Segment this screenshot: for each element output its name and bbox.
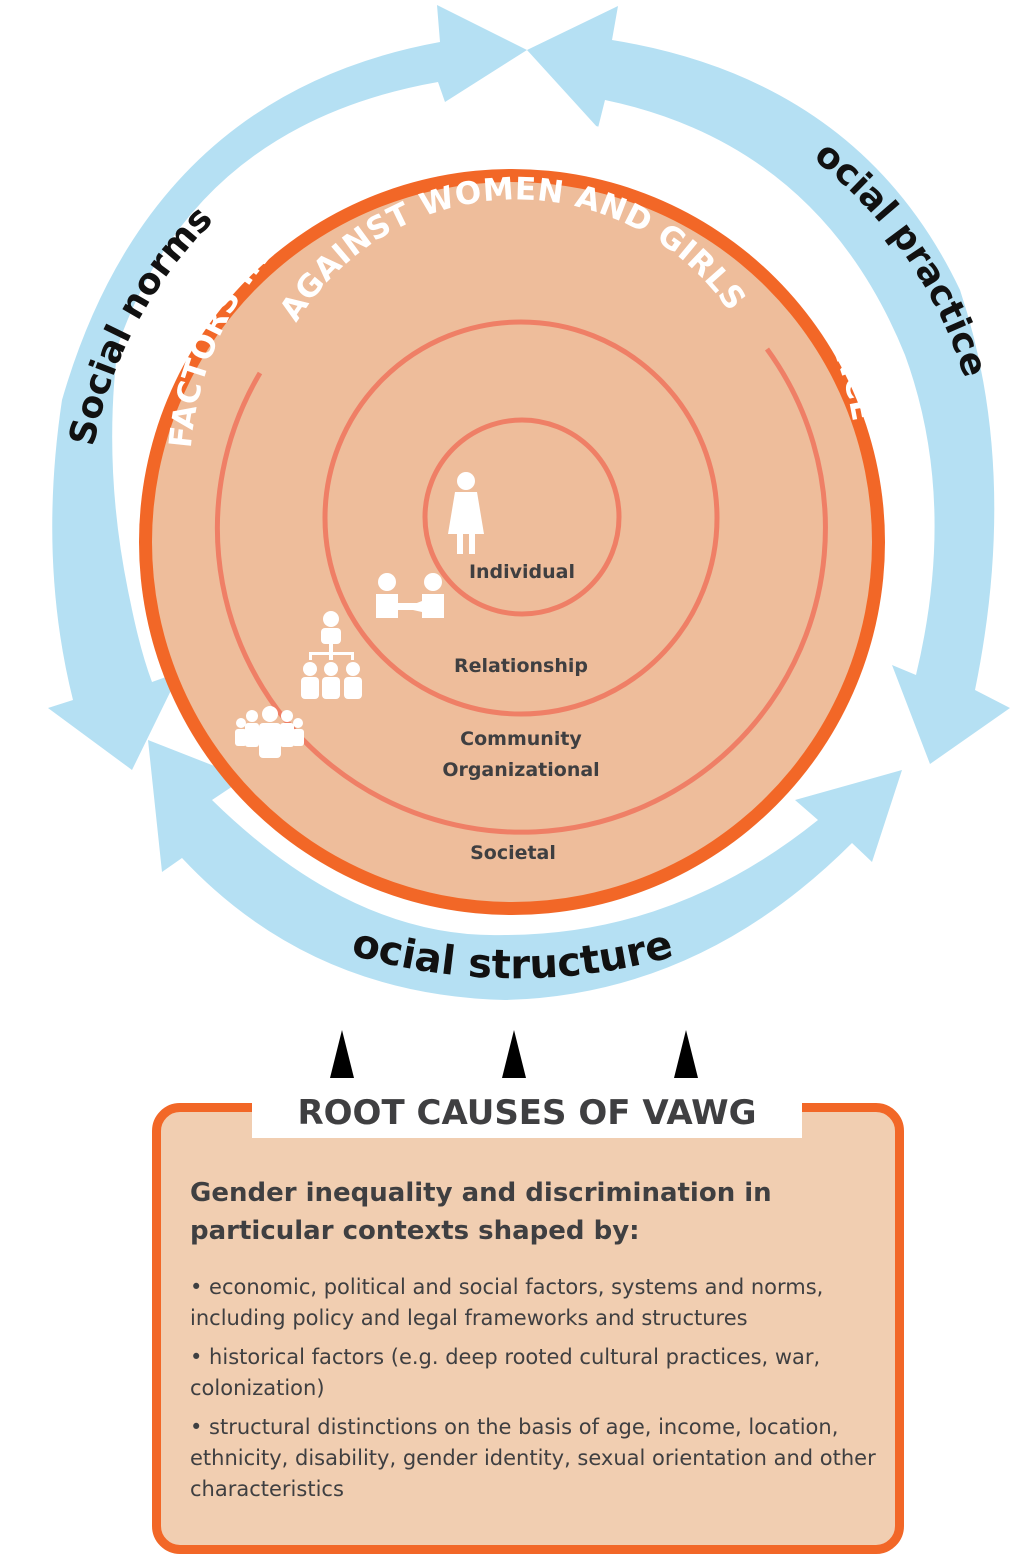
root-causes-title-background — [252, 1088, 802, 1138]
crowd-icon — [235, 706, 304, 758]
handshake-icon — [376, 573, 444, 618]
list-item: • historical factors (e.g. deep rooted c… — [190, 1345, 821, 1400]
ring-individual-boundary — [422, 417, 622, 617]
label-relationship: Relationship — [454, 655, 588, 677]
up-arrow-right — [674, 1030, 698, 1078]
arrow-social-norms — [48, 5, 527, 770]
label-societal: Societal — [470, 842, 556, 864]
up-arrow-left — [330, 1030, 354, 1078]
root-causes-title: ROOT CAUSES OF VAWG — [297, 1093, 757, 1133]
ecological-model-diagram: FACTORS INCREASING THE PROBABILITY OF VI… — [0, 0, 1010, 1078]
arc-community-boundary — [214, 347, 828, 835]
ring-relationship-boundary — [322, 319, 720, 717]
societal-disc — [152, 182, 872, 902]
arrow-social-structures — [148, 740, 902, 1000]
root-causes-box — [152, 1103, 904, 1554]
cycle-arrows — [48, 5, 1010, 1000]
label-community: Community — [460, 728, 582, 750]
label-individual: Individual — [469, 561, 575, 583]
label-organizational: Organizational — [442, 759, 599, 781]
list-item: • economic, political and social factors… — [190, 1275, 824, 1330]
woman-icon — [448, 472, 484, 554]
root-causes-list: • economic, political and social factors… — [190, 1272, 880, 1513]
list-item: • structural distinctions on the basis o… — [190, 1415, 876, 1501]
up-arrow-center — [502, 1030, 526, 1078]
org-chart-icon — [301, 611, 362, 699]
root-causes-heading: Gender inequality and discrimination in … — [190, 1178, 772, 1246]
arrow-social-practices — [527, 6, 1010, 764]
